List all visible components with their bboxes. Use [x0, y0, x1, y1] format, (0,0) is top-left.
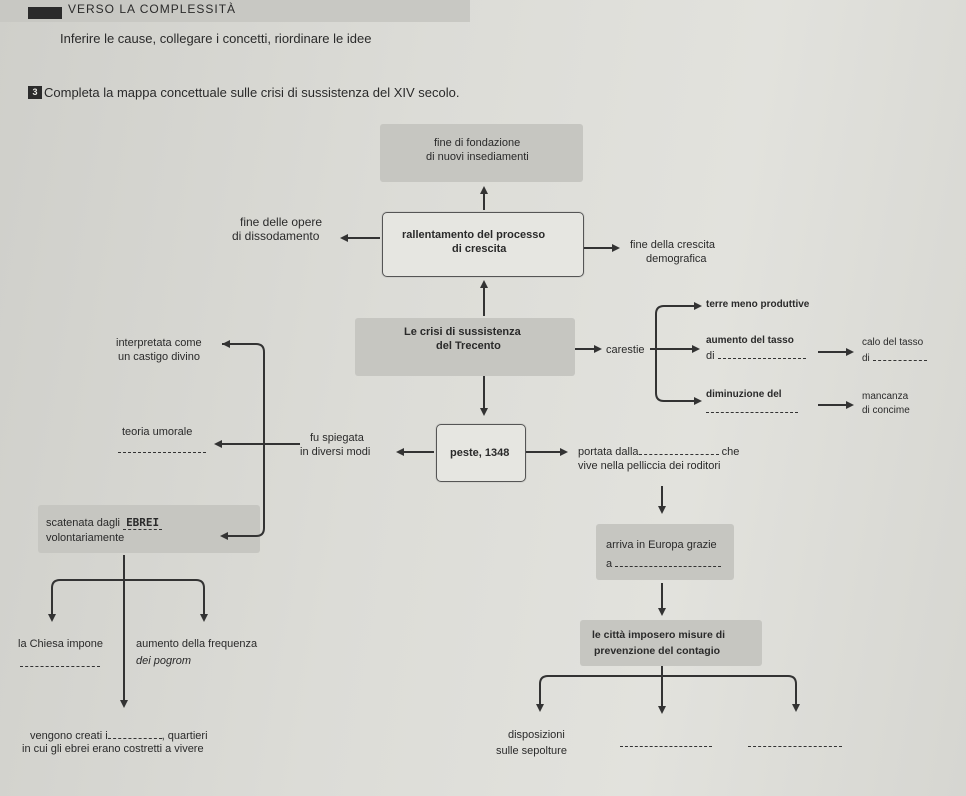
arriva-blank[interactable] [615, 556, 722, 567]
crisi-label-2: del Trecento [436, 340, 501, 352]
rallentamento-label-1: rallentamento del processo [402, 229, 546, 241]
peste-label: peste, 1348 [450, 447, 510, 459]
citta-label-2: prevenzione del contagio [594, 645, 721, 657]
calo-tasso-di-text: di [862, 353, 870, 364]
portata-text: portata dalla [578, 446, 639, 458]
teoria-blank[interactable] [118, 442, 206, 453]
aumento-tasso-di: di [706, 348, 806, 363]
interpretata-label-2: un castigo divino [118, 351, 200, 363]
section-header-band [0, 0, 470, 22]
misura-3-blank[interactable] [748, 736, 842, 747]
fondazione-shade [380, 124, 583, 182]
citta-label-1: le città imposero misure di [592, 629, 726, 641]
opere-label-1: fine delle opere [240, 215, 323, 229]
portata-row-1: portata dalla che [578, 444, 739, 459]
diminuzione-blank-row [706, 402, 798, 417]
scatenata-answer[interactable]: EBREI [123, 516, 163, 530]
fondazione-label-2: di nuovi insediamenti [426, 151, 529, 163]
sepolture-label: sulle sepolture [496, 745, 567, 757]
portata-blank[interactable] [638, 444, 719, 455]
crisi-shade [355, 318, 575, 376]
interpretata-label-1: interpretata come [116, 337, 202, 349]
fondazione-label-1: fine di fondazione [434, 137, 521, 149]
section-marker [28, 7, 62, 19]
exercise-number: 3 [28, 86, 42, 99]
spiegata-label-2: in diversi modi [300, 446, 371, 458]
vengono-label-2: in cui gli ebrei erano costretti a viver… [22, 743, 204, 755]
chiesa-label: la Chiesa impone [18, 638, 103, 650]
chiesa-blank[interactable] [20, 656, 100, 667]
mancanza-label-1: mancanza [862, 391, 909, 402]
scatenata-text: scatenata dagli [46, 517, 120, 529]
aumento-freq-text: dei pogrom [136, 655, 192, 667]
crisi-label-1: Le crisi di sussistenza [404, 326, 521, 338]
arriva-row-2: a [606, 556, 722, 571]
diminuzione-blank[interactable] [706, 402, 798, 413]
chiesa-blank-row [20, 656, 100, 671]
carestie-label: carestie [606, 344, 645, 356]
disposizioni-label: disposizioni [508, 729, 565, 741]
scatenata-row: scatenata dagli EBREI [46, 516, 163, 530]
rallentamento-label-2: di crescita [452, 243, 507, 255]
exercise-instruction: Completa la mappa concettuale sulle cris… [44, 85, 460, 100]
arriva-a: a [606, 558, 613, 570]
opere-label-2: di dissodamento [232, 229, 320, 243]
scatenata-shade [38, 505, 260, 553]
calo-tasso-blank[interactable] [872, 350, 927, 361]
misura-2-blank[interactable] [620, 736, 712, 747]
diminuzione-label: diminuzione del [706, 389, 782, 400]
scatenata-label-2: volontariamente [46, 532, 125, 544]
section-title: VERSO LA COMPLESSITÀ [68, 2, 237, 16]
aumento-tasso-di-text: di [706, 350, 715, 362]
vengono-text: vengono creati i [30, 730, 108, 742]
portata-che: che [721, 446, 740, 458]
crescita-label-1: fine della crescita [630, 239, 715, 251]
teoria-blank-row [118, 442, 206, 457]
vengono-row-1: vengono creati i , quartieri [30, 728, 208, 743]
misura-3-blank-row [748, 736, 842, 751]
mancanza-label-2: di concime [862, 405, 910, 416]
aumento-freq-label-2: dei pogrom [136, 654, 191, 668]
calo-tasso-label: calo del tasso [862, 337, 924, 348]
vengono-quartieri: , quartieri [161, 730, 208, 742]
misura-2-blank-row [620, 736, 712, 751]
terre-label: terre meno produttive [706, 299, 810, 310]
spiegata-label-1: fu spiegata [310, 432, 364, 444]
aumento-freq-label-1: aumento della frequenza [136, 638, 258, 650]
aumento-tasso-blank[interactable] [717, 348, 806, 359]
arriva-label-1: arriva in Europa grazie [606, 539, 717, 551]
teoria-label: teoria umorale [122, 426, 193, 438]
section-subtitle: Inferire le cause, collegare i concetti,… [60, 31, 372, 46]
portata-label-2: vive nella pelliccia dei roditori [578, 460, 721, 472]
citta-shade [580, 620, 762, 666]
vengono-blank[interactable] [107, 728, 162, 739]
aumento-tasso-label: aumento del tasso [706, 335, 794, 346]
rallentamento-box [382, 212, 584, 277]
calo-tasso-di: di [862, 350, 927, 366]
crescita-label-2: demografica [646, 253, 707, 265]
arriva-shade [596, 524, 734, 580]
peste-box [436, 424, 526, 482]
